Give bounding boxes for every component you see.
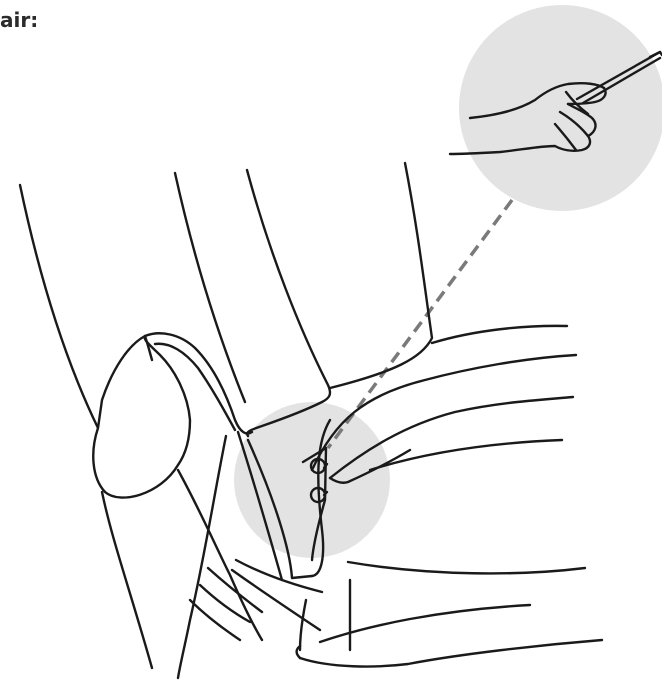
socket-highlight-circle bbox=[234, 402, 390, 558]
side-bolster bbox=[93, 333, 262, 678]
detail-zoom-circle bbox=[459, 5, 662, 211]
lower-straps bbox=[190, 560, 322, 650]
